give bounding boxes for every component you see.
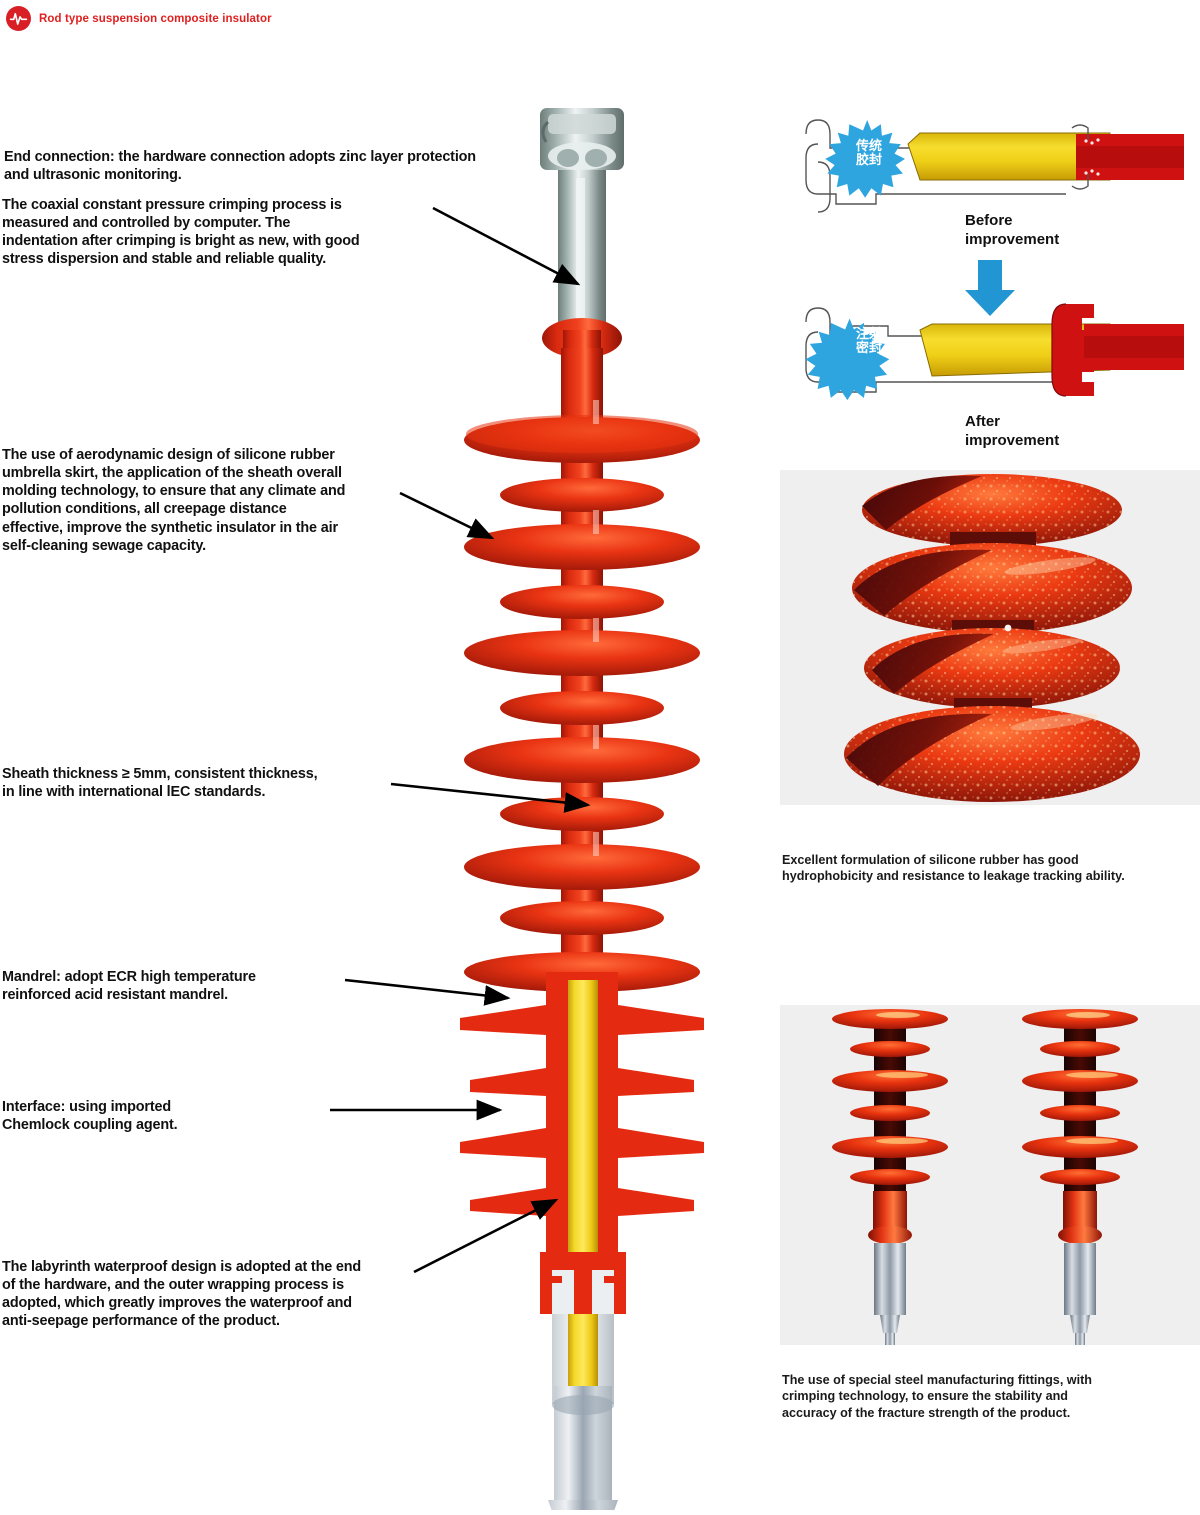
heartbeat-pulse-icon <box>6 6 31 31</box>
silicone-rubber-sheds <box>464 415 700 935</box>
note-crimping-process: The coaxial constant pressure crimping p… <box>2 197 360 268</box>
note-aerodynamic-skirt: The use of aerodynamic design of silicon… <box>2 447 346 554</box>
socket-end-fitting <box>540 108 624 170</box>
note-mandrel: Mandrel: adopt ECR high temperature rein… <box>2 969 256 1004</box>
labyrinth-waterproof-seal <box>540 1252 626 1314</box>
fittings-photo <box>780 1005 1200 1345</box>
note-end-connection: End connection: the hardware connection … <box>4 149 476 184</box>
page-header: Rod type suspension composite insulator <box>0 0 272 31</box>
before-improvement-drawing <box>805 119 1184 213</box>
before-badge <box>825 120 905 198</box>
cutaway-section <box>460 972 704 1404</box>
before-badge-label: 传统 胶封 <box>855 139 882 168</box>
after-improvement-drawing <box>805 303 1184 397</box>
ball-end-fitting <box>548 1386 618 1515</box>
hydrophobicity-photo <box>780 470 1200 805</box>
page-title: Rod type suspension composite insulator <box>39 12 272 25</box>
sealing-comparison-diagram: 传统 胶封 <box>780 110 1200 450</box>
after-improvement-label: After improvement <box>965 413 1060 449</box>
before-improvement-label: Before improvement <box>965 212 1060 248</box>
note-labyrinth-waterproof: The labyrinth waterproof design is adopt… <box>2 1259 362 1330</box>
note-interface: Interface: using imported Chemlock coupl… <box>2 1099 178 1134</box>
fittings-caption: The use of special steel manufacturing f… <box>782 1373 1092 1420</box>
after-badge-label: 注射 密封 <box>855 327 882 356</box>
note-sheath-thickness: Sheath thickness ≥ 5mm, consistent thick… <box>2 766 318 801</box>
down-arrow-icon <box>965 260 1015 316</box>
product-illustration <box>430 100 760 1515</box>
hydrophobicity-caption: Excellent formulation of silicone rubber… <box>782 853 1125 884</box>
